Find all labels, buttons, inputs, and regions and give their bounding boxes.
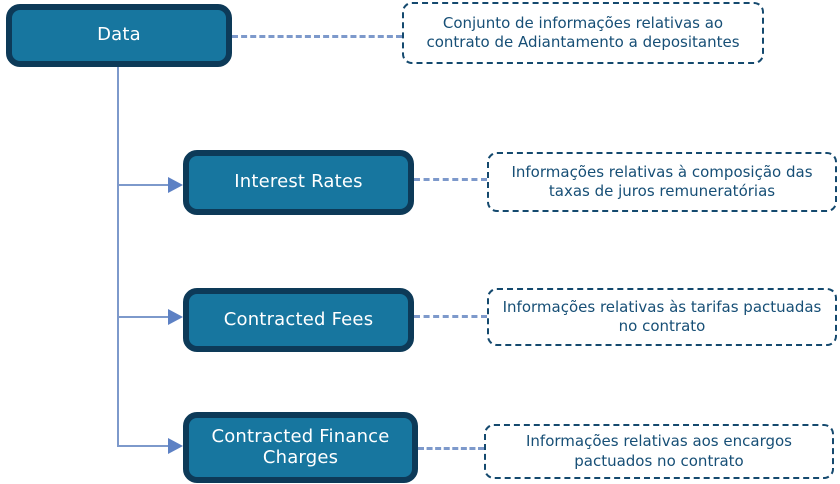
node-interest-rates: Interest Rates xyxy=(183,150,414,215)
dashed-connector-contracted-finance-charges-note xyxy=(418,447,484,450)
dashed-connector-interest-rates-note xyxy=(414,178,487,181)
note-contracted-fees: Informações relativas às tarifas pactuad… xyxy=(487,288,837,346)
note-interest-rates-text: Informações relativas à composição das t… xyxy=(511,162,813,201)
dashed-connector-contracted-fees-note xyxy=(414,315,487,318)
node-contracted-fees: Contracted Fees xyxy=(183,288,414,352)
node-data: Data xyxy=(6,4,232,67)
branch-line-contracted-fees xyxy=(117,316,170,318)
node-contracted-finance-charges-label: Contracted Finance Charges xyxy=(211,425,390,468)
arrowhead-icon xyxy=(168,438,183,454)
note-interest-rates: Informações relativas à composição das t… xyxy=(487,152,837,212)
branch-line-interest-rates xyxy=(117,184,170,186)
note-contracted-fees-text: Informações relativas às tarifas pactuad… xyxy=(502,297,822,336)
node-interest-rates-label: Interest Rates xyxy=(234,171,363,193)
node-contracted-fees-label: Contracted Fees xyxy=(223,308,374,330)
node-data-label: Data xyxy=(97,24,141,46)
note-contracted-finance-charges: Informações relativas aos encargos pactu… xyxy=(484,424,834,479)
branch-line-contracted-finance-charges xyxy=(117,445,170,447)
note-data: Conjunto de informações relativas ao con… xyxy=(402,2,764,64)
dashed-connector-data-note xyxy=(232,35,402,38)
node-contracted-finance-charges: Contracted Finance Charges xyxy=(183,412,418,483)
arrowhead-icon xyxy=(168,309,183,325)
trunk-connector-line xyxy=(117,66,119,447)
arrowhead-icon xyxy=(168,177,183,193)
note-data-text: Conjunto de informações relativas ao con… xyxy=(426,13,740,52)
note-contracted-finance-charges-text: Informações relativas aos encargos pactu… xyxy=(525,432,792,470)
